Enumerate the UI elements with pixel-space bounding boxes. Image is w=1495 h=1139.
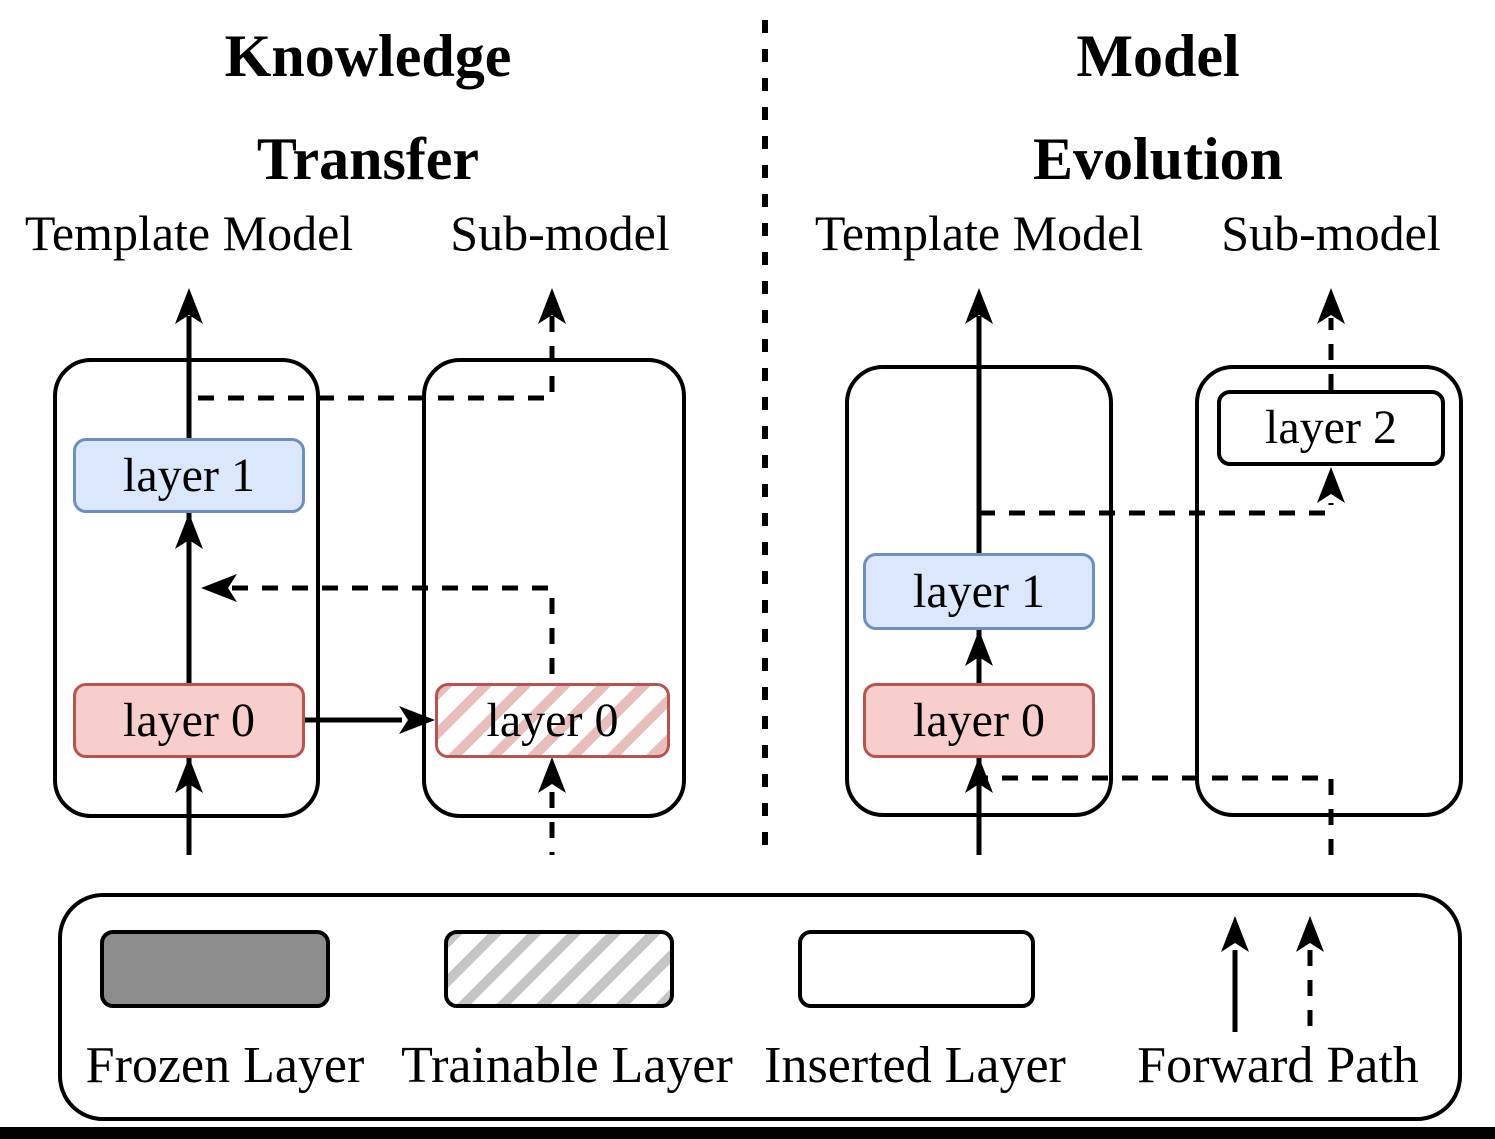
bottom-rule (0, 1127, 1495, 1139)
me-layer0-box: layer 0 (863, 683, 1095, 758)
me-submodel-layer2-box: layer 2 (1217, 390, 1445, 466)
kt-submodel-layer0-box: layer 0 (435, 683, 670, 758)
knowledge-transfer-title-line1: Knowledge (224, 23, 512, 89)
me-layer0-label: layer 0 (913, 693, 1045, 747)
me-submodel-label: Sub-model (1221, 205, 1441, 261)
legend-frozen-label: Frozen Layer (85, 1037, 365, 1094)
legend-trainable-swatch (444, 930, 674, 1008)
kt-submodel-container (422, 358, 686, 818)
me-layer1-label: layer 1 (913, 564, 1045, 618)
me-template-model-container (845, 365, 1113, 817)
me-submodel-layer2-label: layer 2 (1265, 401, 1397, 454)
me-submodel-input-path (979, 775, 1334, 855)
kt-hidden-transfer-path (201, 574, 555, 683)
kt-template-model-label: Template Model (24, 205, 354, 261)
knowledge-transfer-title: Knowledge Transfer (93, 5, 643, 211)
model-evolution-title-line1: Model (1076, 23, 1240, 89)
model-evolution-title: Model Evolution (883, 5, 1433, 211)
legend-inserted-swatch (798, 930, 1035, 1008)
legend-trainable-label: Trainable Layer (401, 1037, 733, 1094)
me-template-model-label: Template Model (814, 205, 1144, 261)
kt-layer0-box: layer 0 (73, 683, 305, 758)
me-inserted-layer-branch-path (979, 467, 1345, 516)
me-submodel-container (1195, 365, 1463, 817)
knowledge-transfer-title-line2: Transfer (256, 126, 480, 192)
kt-layer1-label: layer 1 (123, 448, 255, 502)
legend-inserted-label: Inserted Layer (764, 1037, 1066, 1094)
legend-solid-forward-arrow (1221, 916, 1249, 1032)
legend-dashed-forward-arrow (1296, 916, 1324, 1032)
me-layer1-box: layer 1 (863, 553, 1095, 630)
kt-submodel-layer0-label: layer 0 (486, 693, 619, 747)
kt-layer-copy-arrow (305, 706, 435, 734)
me-submodel-output-path (1317, 288, 1345, 390)
kt-template-model-container (53, 358, 320, 818)
model-evolution-title-line2: Evolution (1032, 126, 1284, 192)
kt-submodel-output-path (189, 288, 566, 401)
kt-submodel-input-path (538, 757, 566, 855)
legend-container (58, 893, 1462, 1121)
kt-layer0-label: layer 0 (123, 693, 255, 747)
kt-template-forward-path (175, 288, 203, 855)
kt-layer1-box: layer 1 (73, 438, 305, 513)
legend-forward-label: Forward Path (1137, 1037, 1419, 1094)
kt-submodel-label: Sub-model (450, 205, 670, 261)
legend-frozen-swatch (100, 930, 330, 1008)
